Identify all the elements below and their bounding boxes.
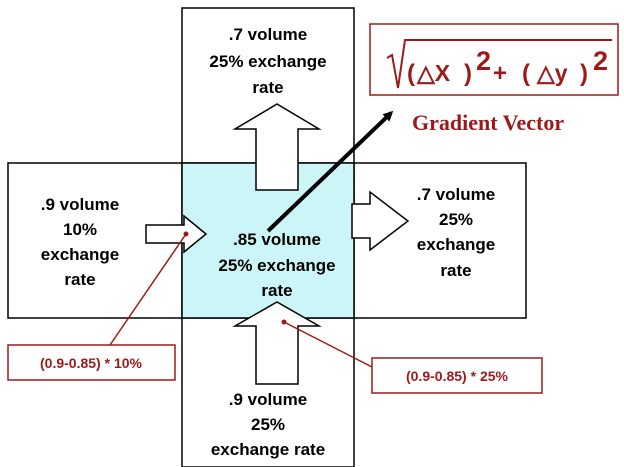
left-line-4: rate [64, 270, 95, 289]
arrow-right-right [351, 190, 410, 252]
top-cell-text: .7 volume 25% exchange rate [209, 25, 326, 97]
formula-open-paren-1: ( [407, 60, 415, 87]
bottom-line-1: .9 volume [229, 390, 307, 409]
arrow-right-left [145, 214, 208, 254]
right-line-3: exchange [417, 235, 495, 254]
formula-exponent-2: 2 [593, 46, 608, 76]
formula-open-paren-2: ( [522, 60, 530, 87]
callout-right-leader [283, 321, 373, 368]
callout-right-text: (0.9-0.85) * 25% [406, 368, 508, 384]
formula-delta-x: △X [416, 60, 451, 86]
right-cell-text: .7 volume 25% exchange rate [417, 185, 495, 280]
arrow-up-top [232, 103, 322, 191]
formula-box [369, 23, 619, 96]
right-line-1: .7 volume [417, 185, 495, 204]
center-line-2: 25% exchange [218, 256, 335, 275]
formula-delta-y: △y [536, 60, 568, 86]
left-line-1: .9 volume [41, 195, 119, 214]
sqrt-sign [386, 39, 612, 89]
callout-left-box [7, 344, 176, 381]
left-cell-text: .9 volume 10% exchange rate [41, 195, 119, 289]
right-line-4: rate [440, 261, 471, 280]
formula-plus: + [493, 60, 507, 87]
callout-right-leader-end [281, 319, 287, 325]
left-line-3: exchange [41, 245, 119, 264]
bottom-line-2: 25% [251, 415, 285, 434]
left-line-2: 10% [63, 220, 97, 239]
bottom-cell-text: .9 volume 25% exchange rate [211, 390, 325, 459]
center-line-1: .85 volume [233, 230, 321, 249]
center-cell-text: .85 volume 25% exchange rate [218, 230, 335, 300]
formula-text: ( △X ) 2 + ( △y ) 2 [407, 46, 608, 87]
formula-close-paren-1: ) [464, 60, 472, 87]
arrow-up-bottom [232, 301, 322, 385]
callout-right-box [371, 357, 543, 394]
top-line-3: rate [252, 78, 283, 97]
gradient-vector-arrow [266, 110, 394, 233]
formula-exponent-1: 2 [476, 46, 491, 76]
callout-left-text: (0.9-0.85) * 10% [40, 355, 142, 371]
callout-left-leader [109, 233, 187, 346]
formula-close-paren-2: ) [580, 60, 588, 87]
top-line-2: 25% exchange [209, 52, 326, 71]
right-line-2: 25% [439, 210, 473, 229]
center-line-3: rate [261, 281, 292, 300]
callout-left-leader-end [183, 231, 189, 237]
gradient-vector-label: Gradient Vector [412, 110, 564, 135]
bottom-line-3: exchange rate [211, 440, 325, 459]
top-line-1: .7 volume [229, 25, 307, 44]
